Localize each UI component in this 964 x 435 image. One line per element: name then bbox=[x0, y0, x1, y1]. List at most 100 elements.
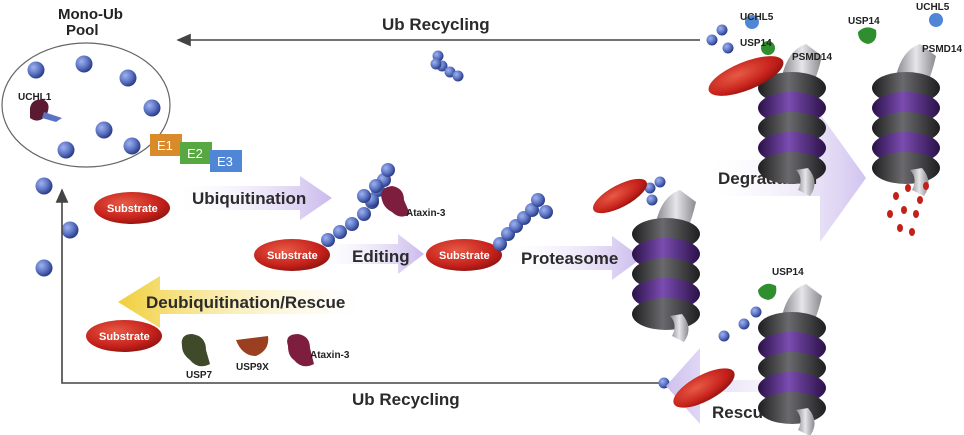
ubiquitin bbox=[333, 225, 347, 239]
ubiquitin bbox=[321, 233, 335, 247]
substrate-3-label: Substrate bbox=[439, 250, 490, 262]
proteasome-rescue bbox=[758, 284, 826, 435]
proteasome-alpha-ring bbox=[872, 152, 940, 184]
e2-box bbox=[180, 142, 212, 164]
peptide-fragment bbox=[905, 184, 911, 192]
ubiquitin-recycled bbox=[430, 58, 442, 70]
substrate-4-label: Substrate bbox=[99, 331, 150, 343]
proteasome-right bbox=[872, 44, 940, 196]
e1-box bbox=[150, 134, 182, 156]
mono-ub-pool: Mono-Ub Pool UCHL1 bbox=[1, 6, 171, 277]
proteasome-label: Proteasome bbox=[521, 249, 618, 268]
degraded-peptides bbox=[887, 182, 929, 236]
usp14-top-label: USP14 bbox=[740, 38, 772, 49]
deubiquitination-label: Deubiquitination/Rescue bbox=[146, 293, 345, 312]
polyub-chain-editing bbox=[321, 163, 395, 247]
pool-title-line1: Mono-Ub bbox=[58, 6, 123, 23]
proteasome-base bbox=[796, 168, 815, 196]
ubiquitin-on-proteasome bbox=[646, 194, 658, 206]
ubiquitin bbox=[539, 205, 553, 219]
ubiquitin-released bbox=[750, 306, 762, 318]
ubiquitin bbox=[531, 193, 545, 207]
proteasome-rescue-details: USP14 bbox=[758, 267, 804, 300]
ubiquitin bbox=[75, 55, 93, 73]
ubiquitin bbox=[57, 141, 75, 159]
peptide-fragment bbox=[913, 210, 919, 218]
ubiquitin bbox=[123, 137, 141, 155]
ubiquitin bbox=[27, 61, 45, 79]
ubiquitin bbox=[61, 221, 79, 239]
uchl1-enzyme bbox=[30, 99, 62, 122]
e3-label: E3 bbox=[217, 154, 233, 169]
substrate-1 bbox=[94, 192, 170, 224]
ubiquitin-released bbox=[706, 34, 718, 46]
ub-recycling-top-label: Ub Recycling bbox=[382, 15, 490, 34]
proteasome-base bbox=[670, 314, 689, 342]
substrate-3 bbox=[426, 239, 502, 271]
proteasome-top-details: UCHL5 USP14 PSMD14 bbox=[708, 12, 832, 96]
proteasomes bbox=[632, 44, 940, 435]
ataxin3-rescue-label: Ataxin-3 bbox=[310, 350, 350, 361]
proteasome-middle bbox=[632, 190, 700, 342]
deubiquitination-step: Deubiquitination/Rescue Substrate USP7 U… bbox=[86, 276, 360, 381]
recycled-ub-chain-top bbox=[430, 24, 734, 82]
rescued-substrate bbox=[673, 368, 735, 408]
pool-ubiquitins bbox=[27, 55, 161, 277]
usp14-right-label: USP14 bbox=[848, 16, 880, 27]
ubiquitin bbox=[35, 177, 53, 195]
uchl5-right-enzyme bbox=[929, 13, 943, 27]
ubiquitin bbox=[357, 189, 371, 203]
uchl1-label: UCHL1 bbox=[18, 92, 52, 103]
usp7-label: USP7 bbox=[186, 370, 213, 381]
proteasome-base bbox=[910, 168, 929, 196]
e2-label: E2 bbox=[187, 146, 203, 161]
pool-title-line2: Pool bbox=[66, 22, 99, 39]
ubiquitin bbox=[119, 69, 137, 87]
polyub-chain-proteasome bbox=[493, 176, 666, 251]
peptide-fragment bbox=[923, 182, 929, 190]
usp14-right-enzyme bbox=[858, 27, 877, 44]
ubiquitin-released bbox=[718, 330, 730, 342]
ubiquitin-released bbox=[716, 24, 728, 36]
ub-recycling-bottom: Ub Recycling bbox=[55, 188, 762, 409]
ubiquitin bbox=[493, 237, 507, 251]
proteasome-alpha-ring bbox=[758, 152, 826, 184]
peptide-fragment bbox=[909, 228, 915, 236]
ubiquitin-on-proteasome bbox=[654, 176, 666, 188]
uchl5-top-label: UCHL5 bbox=[740, 12, 774, 23]
substrate-top bbox=[708, 56, 784, 96]
proteasome-top bbox=[758, 44, 826, 196]
psmd14-right-label: PSMD14 bbox=[922, 44, 962, 55]
rescue-label: Rescue bbox=[712, 403, 772, 422]
proteasome-middle-details bbox=[593, 178, 647, 214]
ataxin3-editing-label: Ataxin-3 bbox=[406, 208, 446, 219]
proteasome-alpha-ring bbox=[632, 298, 700, 330]
peptide-fragment bbox=[917, 196, 923, 204]
ataxin3-editing-enzyme bbox=[381, 186, 410, 217]
substrate-entering bbox=[593, 178, 647, 214]
proteasome-alpha-ring bbox=[758, 392, 826, 424]
proteasome-right-details: UCHL5 USP14 PSMD14 bbox=[848, 2, 962, 236]
usp14-rescue-label: USP14 bbox=[772, 267, 804, 278]
uchl5-top-enzyme bbox=[745, 15, 759, 29]
usp9x-label: USP9X bbox=[236, 362, 269, 373]
ubiquitin bbox=[95, 121, 113, 139]
ubiquitination-label: Ubiquitination bbox=[192, 189, 306, 208]
ubiquitin-released bbox=[738, 318, 750, 330]
usp9x-enzyme bbox=[236, 336, 269, 356]
editing-label: Editing bbox=[352, 247, 410, 266]
ubiquitin bbox=[369, 179, 383, 193]
ubiquitin bbox=[35, 259, 53, 277]
ub-recycling-bottom-label: Ub Recycling bbox=[352, 390, 460, 409]
ubiquitin bbox=[381, 163, 395, 177]
substrate-2 bbox=[254, 239, 330, 271]
editing-step: Editing Substrate Ataxin-3 bbox=[254, 163, 446, 274]
usp7-enzyme bbox=[181, 334, 210, 367]
proteasome-step: Proteasome Substrate bbox=[426, 176, 666, 280]
e1-label: E1 bbox=[157, 138, 173, 153]
ubiquitin bbox=[143, 99, 161, 117]
peptide-fragment bbox=[897, 224, 903, 232]
peptide-fragment bbox=[887, 210, 893, 218]
ubiquitin bbox=[345, 217, 359, 231]
